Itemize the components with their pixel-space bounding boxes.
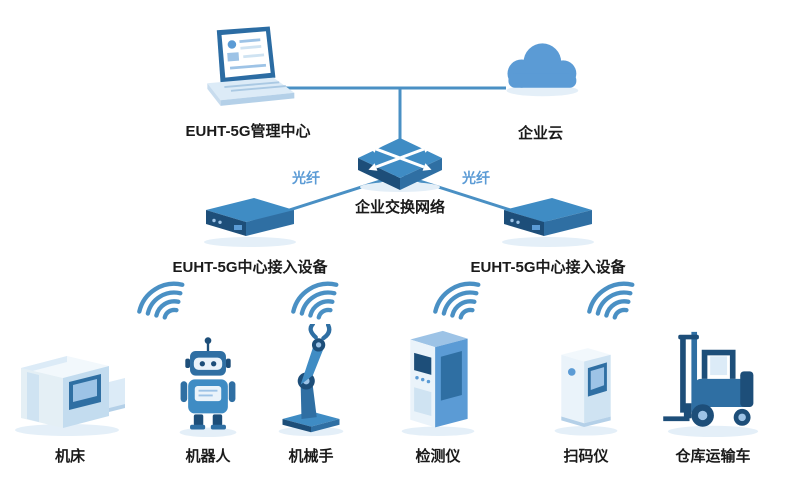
wifi-signal-icon (134, 272, 196, 330)
access-device-icon (502, 198, 594, 247)
robot-arm-icon (278, 324, 344, 437)
device-robot: 机器人 (168, 320, 248, 466)
robot-icon (179, 337, 237, 438)
enterprise-cloud-label: 企业云 (517, 125, 563, 142)
management-center-label: EUHT-5G管理中心 (185, 123, 311, 140)
node-enterprise-cloud: 企业云 (478, 34, 603, 143)
wifi-signal-icon (584, 272, 646, 330)
device-scanner: 扫码仪 (546, 320, 626, 466)
device-robot-arm: 机械手 (268, 320, 354, 466)
machine-tool-icon (15, 356, 125, 436)
enterprise-switch-label: 企业交换网络 (354, 199, 445, 216)
machine-tool-label: 机床 (54, 448, 85, 465)
device-forklift: 仓库运输车 (658, 320, 768, 466)
access-device-right-label: EUHT-5G中心接入设备 (470, 259, 626, 276)
robot-arm-label: 机械手 (288, 448, 334, 465)
robot-label: 机器人 (185, 448, 231, 465)
forklift-label: 仓库运输车 (675, 448, 751, 465)
scanner-label: 扫码仪 (563, 448, 609, 465)
node-access-device-right: EUHT-5G中心接入设备 (471, 196, 626, 277)
detector-label: 检测仪 (415, 448, 461, 465)
fiber-label-left: 光纤 (292, 170, 320, 186)
laptop-icon (207, 26, 295, 106)
access-device-left-label: EUHT-5G中心接入设备 (172, 259, 328, 276)
forklift-icon (663, 331, 759, 438)
fiber-label-right: 光纤 (462, 170, 490, 186)
wifi-signal-icon (288, 272, 350, 330)
device-detector: 检测仪 (392, 320, 484, 466)
node-enterprise-switch: 企业交换网络 (340, 130, 460, 217)
node-management-center: EUHT-5G管理中心 (168, 26, 328, 141)
switch-icon (358, 138, 442, 192)
scanner-icon (554, 348, 618, 436)
cloud-icon (506, 43, 579, 97)
wifi-signal-icon (430, 272, 492, 330)
device-machine-tool: 机床 (8, 320, 132, 466)
node-access-device-left: EUHT-5G中心接入设备 (173, 196, 328, 277)
access-device-icon (204, 198, 296, 247)
detector-icon (401, 330, 475, 437)
